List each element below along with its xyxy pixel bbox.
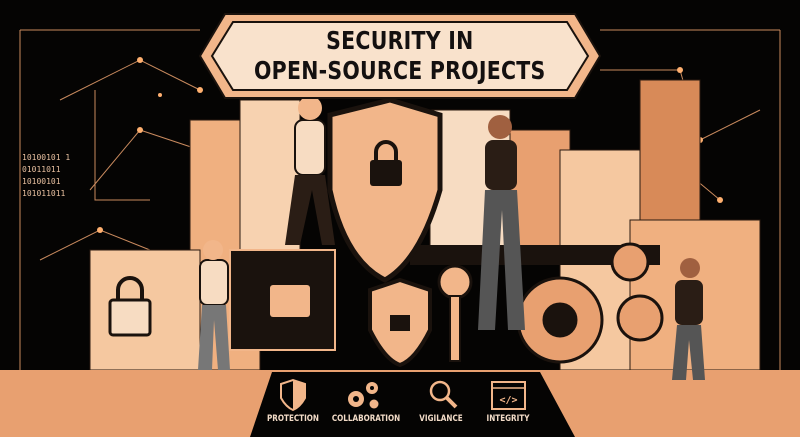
svg-text:</>: </> [499,395,517,406]
people [198,96,705,380]
lock-icon [390,315,410,331]
binary-line: 01011011 [22,165,61,174]
binary-code: 10100101 1 01011011 10100101 101011011 [22,153,70,198]
gears-icon [516,242,664,364]
label-integrity: INTEGRITY [486,414,530,424]
platform [410,245,660,265]
magnifier-icon [429,380,458,409]
shield-icon [327,97,443,283]
binary-line: 101011011 [22,189,66,198]
binary-line: 10100101 [22,177,61,186]
label-collaboration: COLLABORATION [331,414,401,424]
lock-icon [270,285,310,317]
code-window-icon: </> [491,381,526,410]
gears-icon [348,382,379,409]
label-vigilance: VIGILANCE [419,414,463,424]
title-line-1: SECURITY IN [326,26,474,55]
lock-icon [370,160,402,186]
lock-icon [108,298,152,337]
page-title: SECURITY IN OPEN-SOURCE PROJECTS [200,14,600,98]
title-line-2: OPEN-SOURCE PROJECTS [254,56,546,85]
label-protection: PROTECTION [267,414,319,424]
circuit-nodes [97,57,723,233]
values-labels: PROTECTION COLLABORATION VIGILANCE INTEG… [0,414,800,430]
key-icon [437,264,473,300]
binary-line: 10100101 1 [22,153,70,162]
